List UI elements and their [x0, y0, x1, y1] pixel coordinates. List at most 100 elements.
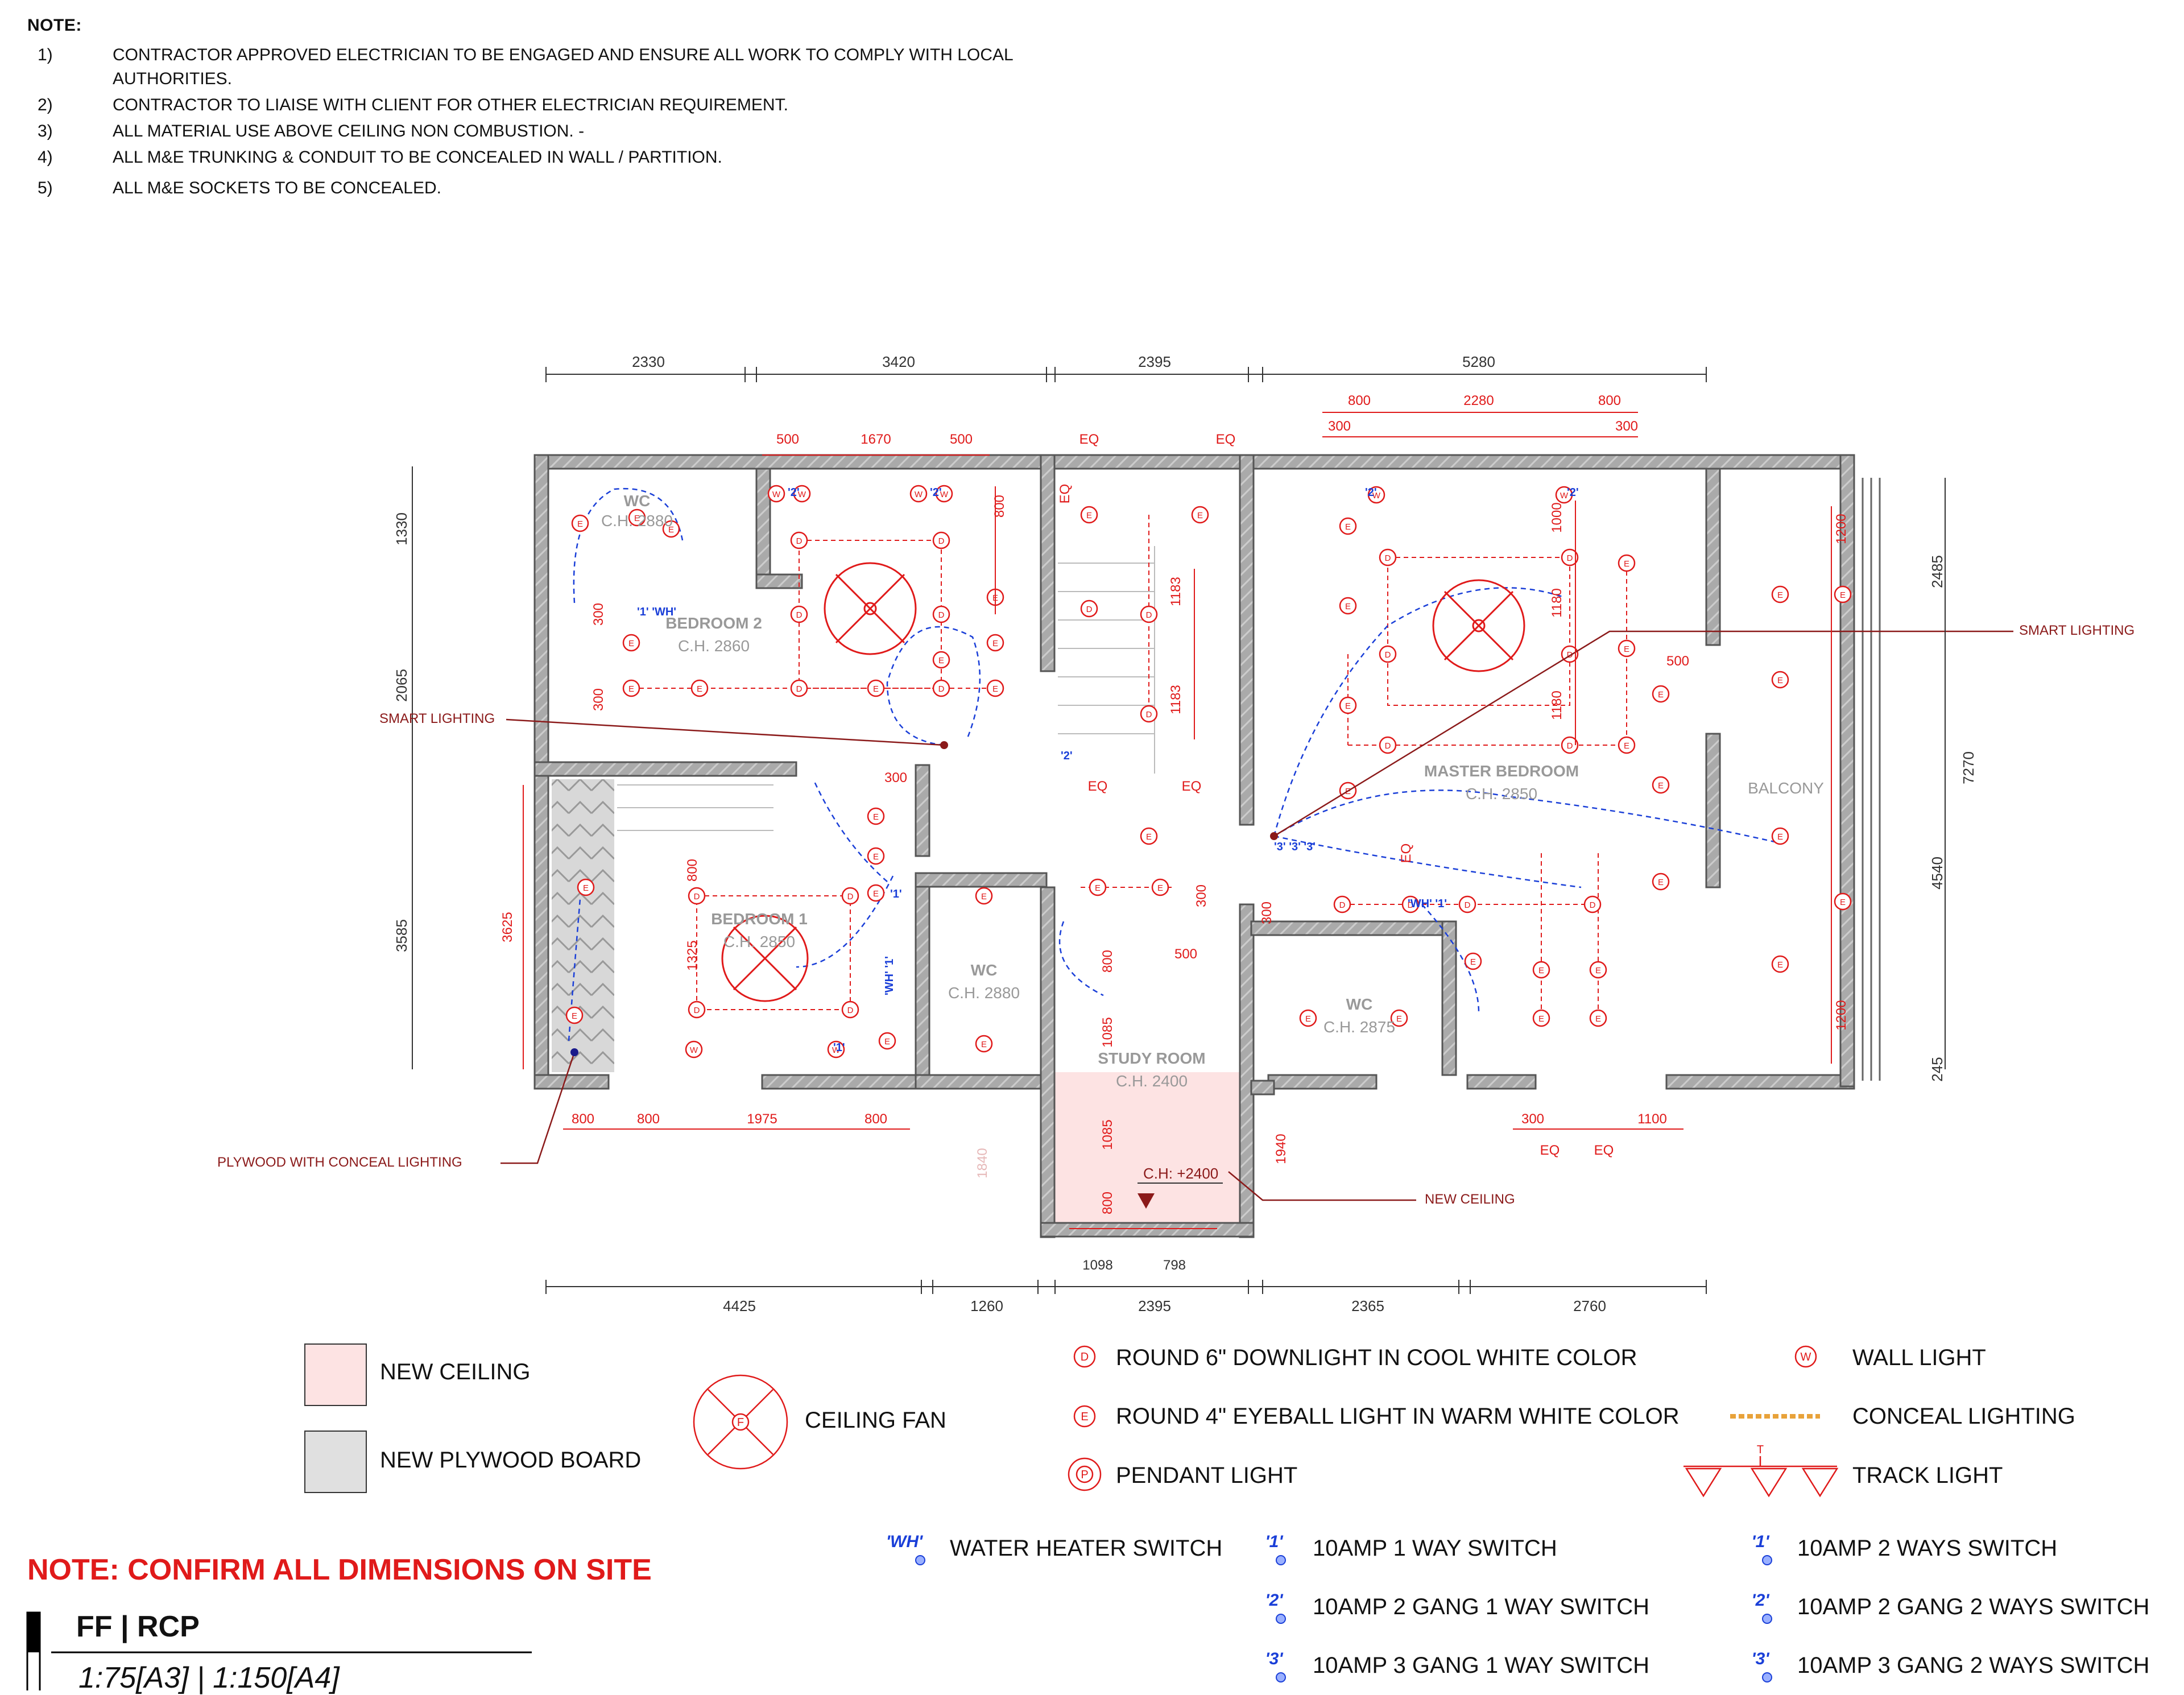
fixture-letter: D [938, 536, 945, 546]
eyeball-light-icon [1652, 685, 1670, 703]
fixture-letter: E [1777, 676, 1783, 685]
downlight-icon [1140, 705, 1158, 723]
eyeball-light-icon [867, 807, 885, 825]
svg-text:1180: 1180 [1549, 691, 1565, 720]
fixture-letter: E [583, 883, 589, 893]
eyeball-light-icon [867, 884, 885, 902]
svg-text:'1': '1' [890, 888, 902, 900]
fixture-letter: E [1345, 522, 1351, 532]
ceiling-fan-bedroom1 [721, 915, 809, 1002]
svg-text:D: D [1081, 1351, 1089, 1363]
legend-plywood-swatch [304, 1431, 367, 1493]
eyeball-light-icon [1834, 892, 1852, 911]
svg-text:WC: WC [624, 492, 651, 510]
eyeball-light-icon [1834, 585, 1852, 603]
eyeball-light-icon [1191, 506, 1209, 524]
plywood-board-area [552, 779, 614, 1072]
ceiling-fan-master [1432, 579, 1525, 672]
legend-s1: 10AMP 1 WAY SWITCH [1313, 1536, 1557, 1561]
eyeball-light-icon [1339, 517, 1357, 535]
fixture-letter: D [796, 610, 803, 620]
svg-text:T: T [1757, 1444, 1764, 1456]
fixture-letter: W [690, 1045, 698, 1055]
svg-text:BEDROOM 2: BEDROOM 2 [665, 614, 762, 632]
fixture-letter: E [1658, 878, 1664, 887]
eyeball-light-icon [1771, 585, 1789, 603]
wall-light-icon [1555, 486, 1573, 504]
downlight-icon [1333, 895, 1351, 913]
svg-text:1100: 1100 [1637, 1111, 1667, 1127]
smart-lighting-right-label: SMART LIGHTING [2019, 623, 2135, 638]
svg-text:BALCONY: BALCONY [1748, 779, 1824, 797]
eyeball-light-icon [662, 520, 680, 538]
svg-text:1183: 1183 [1168, 577, 1184, 606]
svg-text:300: 300 [1615, 419, 1638, 434]
wall-light-icon [793, 485, 811, 503]
svg-text:EQ: EQ [1057, 484, 1073, 504]
fixture-letter: E [697, 684, 702, 694]
downlight-icon [932, 679, 950, 697]
downlight-icon [688, 887, 706, 905]
eyeball-light-icon [986, 679, 1004, 697]
svg-text:800: 800 [685, 859, 700, 882]
svg-text:300: 300 [591, 603, 606, 626]
fixture-letter: W [940, 490, 949, 499]
eyeball-light-icon [1532, 961, 1550, 979]
eyeball-light-icon [690, 679, 709, 697]
svg-text:245: 245 [1929, 1057, 1946, 1081]
legend-symbol-letters: D E P W F T [737, 1351, 1811, 1481]
svg-text:'WH': 'WH' [886, 1532, 923, 1551]
legend-downlight: ROUND 6" DOWNLIGHT IN COOL WHITE COLOR [1116, 1345, 1637, 1370]
downlight-icon [688, 1001, 706, 1019]
svg-text:EQ: EQ [1079, 432, 1099, 447]
svg-text:1940: 1940 [1273, 1134, 1289, 1164]
fixture-letter: E [577, 519, 583, 529]
svg-text:C.H. 2850: C.H. 2850 [723, 933, 795, 950]
fixture-letter: D [1567, 553, 1573, 563]
eyeball-light-icon [867, 679, 885, 697]
fixture-letter: E [1658, 781, 1664, 791]
svg-text:C.H. 2880: C.H. 2880 [601, 512, 673, 530]
eyeball-light-icon [1618, 736, 1636, 754]
fixture-letter: E [992, 639, 998, 648]
svg-text:1200: 1200 [1834, 514, 1849, 544]
svg-text:300: 300 [1194, 884, 1209, 907]
svg-text:7270: 7270 [1960, 751, 1977, 784]
notes-heading: NOTE: [27, 16, 82, 35]
svg-text:1000: 1000 [1549, 502, 1565, 532]
fixture-letter: E [1595, 966, 1601, 975]
svg-text:2065: 2065 [393, 669, 410, 702]
eyeball-light-icon [1151, 878, 1169, 896]
eyeball-light-icon [975, 1035, 993, 1053]
downlight-icon [932, 531, 950, 549]
fixture-letter: E [1470, 957, 1476, 967]
wall-light-icon [935, 485, 953, 503]
drawing-title: FF | RCP [76, 1610, 200, 1643]
general-notes: NOTE: 1) CONTRACTOR APPROVED ELECTRICIAN… [27, 16, 1014, 197]
svg-text:4425: 4425 [723, 1297, 756, 1314]
fixture-letter: E [1624, 741, 1629, 751]
svg-text:'1': '1' [833, 1041, 845, 1054]
downlight-icon [1561, 736, 1579, 754]
downlight-icon [790, 679, 808, 697]
svg-text:1180: 1180 [1549, 588, 1565, 618]
svg-text:1260: 1260 [970, 1297, 1003, 1314]
svg-text:BEDROOM 1: BEDROOM 1 [711, 910, 808, 928]
svg-text:1330: 1330 [393, 512, 410, 545]
eyeball-light-icon [1771, 827, 1789, 845]
fixture-letter: W [1372, 491, 1381, 501]
dimension-lines [412, 367, 1946, 1294]
svg-text:3585: 3585 [393, 919, 410, 952]
eyeball-light-icon [1464, 952, 1482, 970]
svg-text:3420: 3420 [882, 353, 915, 370]
wall-light-icon [767, 485, 785, 503]
legend-new-ceiling: NEW CEILING [380, 1359, 531, 1384]
svg-text:500: 500 [1174, 946, 1197, 962]
svg-text:2330: 2330 [632, 353, 665, 370]
eyeball-light-icon [867, 847, 885, 865]
svg-text:EQ: EQ [1088, 779, 1108, 794]
wall-light-icon [1367, 486, 1385, 504]
svg-text:'1': '1' [1265, 1532, 1284, 1551]
new-ceiling-label: NEW CEILING [1425, 1192, 1515, 1207]
fixture-letter: E [1624, 559, 1629, 569]
